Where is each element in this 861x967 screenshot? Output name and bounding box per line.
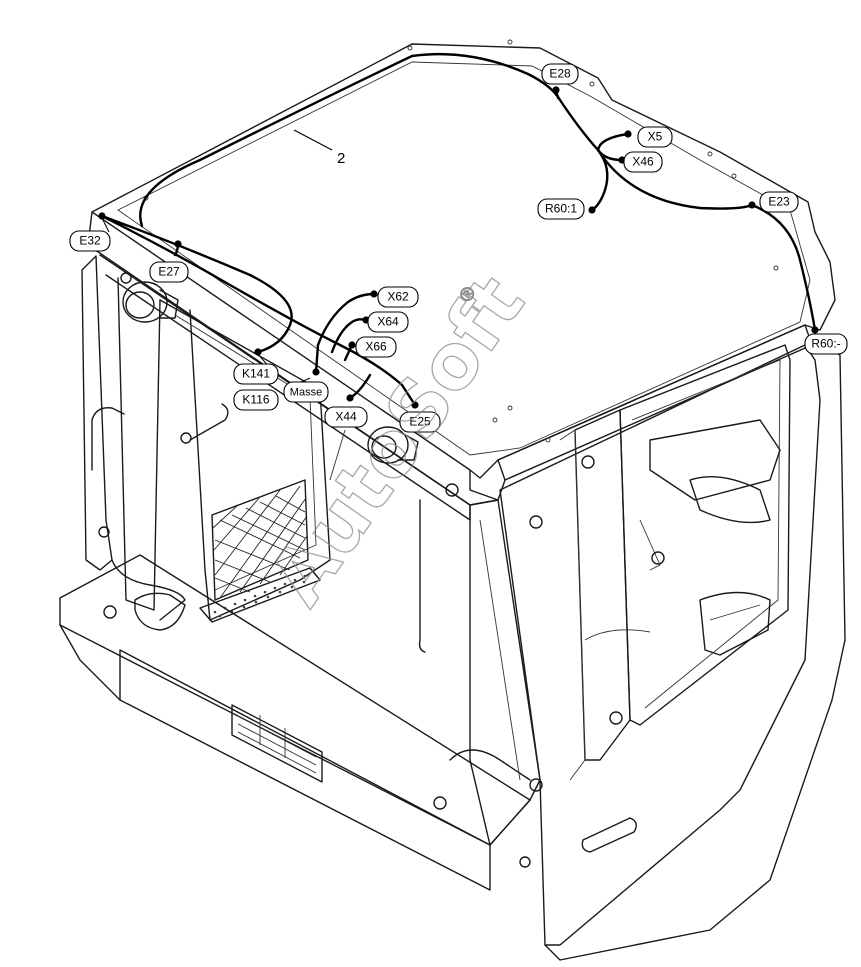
svg-text:E27: E27 xyxy=(158,265,180,279)
label-x66: X66 xyxy=(355,336,397,358)
harness-main-loop xyxy=(139,52,754,228)
label-e25: E25 xyxy=(399,411,441,433)
label-e27: E27 xyxy=(149,261,189,283)
label-e28: E28 xyxy=(541,63,579,85)
svg-text:X46: X46 xyxy=(632,155,654,169)
bolts xyxy=(98,272,665,868)
callout-number: 2 xyxy=(337,150,345,167)
svg-text:X66: X66 xyxy=(365,340,387,354)
lower-rear-frame-face xyxy=(119,649,491,846)
svg-text:Masse: Masse xyxy=(290,386,322,398)
label-r60: R60:- xyxy=(804,333,848,355)
step-plate-perforations xyxy=(213,574,307,618)
door-outer-edge xyxy=(544,344,846,961)
svg-text:K116: K116 xyxy=(242,393,269,407)
rear-grille xyxy=(211,479,309,601)
label-x5: X5 xyxy=(637,126,673,148)
svg-text:K141: K141 xyxy=(242,367,270,381)
branch-x62 xyxy=(316,292,376,347)
door-inner-divider xyxy=(559,429,586,781)
label-tags: E28 X5 X46 R60:1 E23 E32 E27 X62 xyxy=(69,63,848,433)
roof-outline xyxy=(91,43,836,479)
door-frame xyxy=(499,344,821,946)
door-lower-curve xyxy=(584,629,651,641)
door-window-inner xyxy=(631,359,781,709)
svg-text:X5: X5 xyxy=(648,130,663,144)
label-e23: E23 xyxy=(759,191,799,213)
rear-window-inner xyxy=(174,314,317,591)
wiring-harness xyxy=(100,52,817,407)
branch-masse xyxy=(314,343,320,374)
label-k116: K116 xyxy=(233,389,279,411)
label-k141: K141 xyxy=(233,363,279,385)
step-plate xyxy=(199,567,321,623)
left-rear-pillar xyxy=(81,255,113,571)
right-pillar-base xyxy=(449,749,531,781)
wiper-rod xyxy=(418,499,426,653)
svg-text:E25: E25 xyxy=(409,415,431,429)
harness-left-lower xyxy=(100,214,417,407)
svg-text:R60:-: R60:- xyxy=(811,337,840,351)
left-pillar-base xyxy=(111,559,186,621)
door-handle xyxy=(581,817,637,853)
rear-work-lamp-left xyxy=(122,281,179,323)
svg-text:R60:1: R60:1 xyxy=(545,202,577,216)
branch-x5 xyxy=(596,132,630,152)
wiper-arm xyxy=(329,429,346,481)
roof-front-lip xyxy=(497,324,813,481)
pillar-tube xyxy=(134,592,186,631)
rear-handrail xyxy=(91,407,125,471)
steering-hint xyxy=(639,519,661,571)
harness-left-rear xyxy=(100,214,293,354)
roof-rivets xyxy=(143,39,779,443)
right-rear-pillar-inner xyxy=(479,519,521,781)
svg-text:X44: X44 xyxy=(335,410,357,424)
rear-handrail-inner xyxy=(189,403,229,441)
door-window xyxy=(619,344,791,726)
label-x64: X64 xyxy=(367,311,409,333)
svg-text:X64: X64 xyxy=(377,315,399,329)
operator-seat xyxy=(649,419,781,656)
svg-text:E28: E28 xyxy=(549,67,571,81)
rear-work-lamp-right xyxy=(367,426,419,464)
svg-text:X62: X62 xyxy=(387,290,409,304)
label-masse: Masse xyxy=(283,381,329,403)
label-x62: X62 xyxy=(377,286,419,308)
label-r60-1: R60:1 xyxy=(537,198,585,220)
branch-x64 xyxy=(330,318,368,354)
connector-dots xyxy=(98,86,819,409)
right-rear-pillar xyxy=(469,499,541,846)
svg-text:E32: E32 xyxy=(79,234,101,248)
branch-r60-1 xyxy=(590,148,609,212)
leader-lines xyxy=(101,217,311,387)
label-x44: X44 xyxy=(324,406,368,428)
callout-2: 2 xyxy=(293,129,345,167)
cab-structure xyxy=(59,39,846,961)
bumper-vent xyxy=(231,704,323,783)
svg-text:E23: E23 xyxy=(768,195,790,209)
harness-right-drop xyxy=(750,203,817,332)
left-mid-pillar xyxy=(117,277,161,611)
label-e32: E32 xyxy=(69,230,111,252)
label-x46: X46 xyxy=(623,151,663,173)
